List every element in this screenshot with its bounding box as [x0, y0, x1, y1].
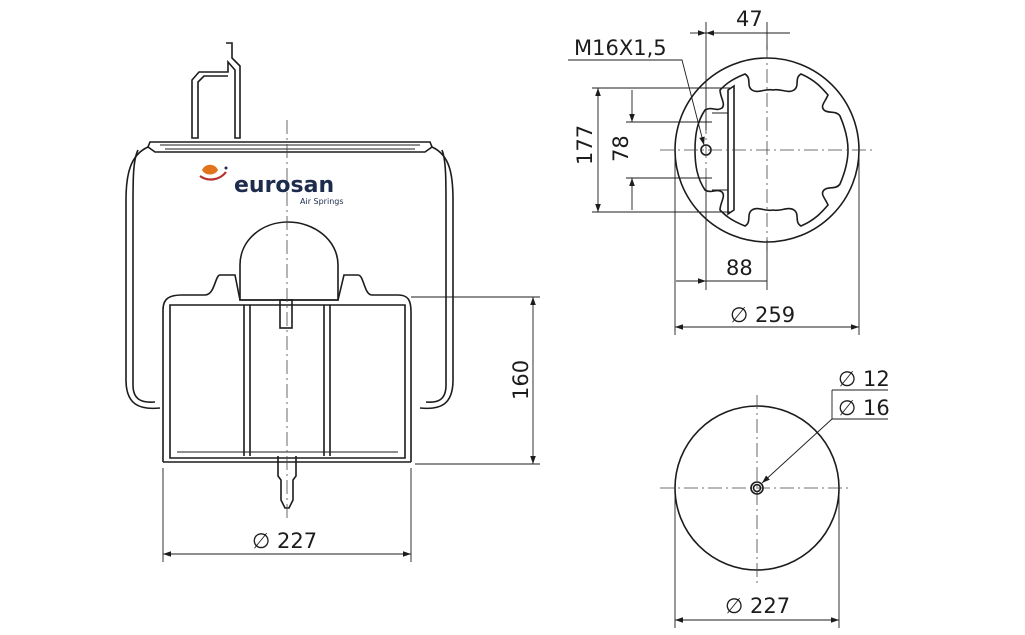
bumper	[239, 221, 339, 301]
bottom-view: ∅ 12 ∅ 16 ∅ 227	[660, 367, 890, 628]
brand-name: eurosan	[234, 173, 334, 198]
dim-spacing-78: 78	[609, 135, 633, 162]
dim-hole-12: ∅ 12	[838, 367, 890, 391]
hole-16	[750, 481, 764, 495]
dim-height-177: 177	[573, 125, 597, 165]
dim-offset-88: 88	[726, 256, 753, 280]
bumper-stud	[279, 299, 293, 329]
bracket-slot	[727, 84, 735, 216]
top-bracket	[191, 42, 241, 139]
top-view: 47 M16X1,5 177 78 88 ∅ 259	[568, 7, 872, 335]
top-plate	[147, 141, 433, 153]
dim-width-47: 47	[736, 7, 763, 31]
brand-tagline: Air Springs	[300, 197, 344, 206]
side-view: eurosan Air Springs 160 ∅ 227	[125, 42, 540, 562]
dim-height-160: 160	[509, 360, 533, 400]
dim-piston-diameter-side: ∅ 227	[252, 529, 317, 553]
dim-piston-diameter-bottom: ∅ 227	[725, 594, 790, 618]
dim-hole-16: ∅ 16	[838, 396, 890, 420]
dim-thread-label: M16X1,5	[574, 36, 667, 60]
dim-top-diameter: ∅ 259	[730, 303, 795, 327]
hole-12	[752, 483, 762, 493]
brand-logo: eurosan Air Springs	[199, 164, 344, 206]
